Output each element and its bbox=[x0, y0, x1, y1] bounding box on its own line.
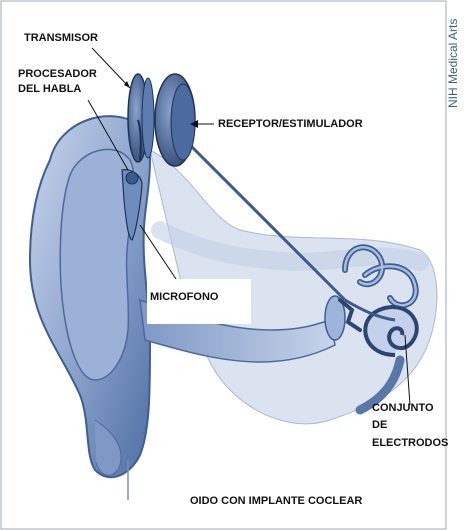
label-transmisor: TRANSMISOR bbox=[24, 28, 98, 48]
leader-transmisor bbox=[92, 48, 130, 88]
credit-text: NIH Medical Arts bbox=[446, 0, 466, 108]
diagram-caption: OIDO CON IMPLANTE COCLEAR bbox=[190, 491, 362, 511]
label-procesador-line2: DEL HABLA bbox=[18, 79, 81, 99]
transmitter-coil-face bbox=[142, 78, 154, 158]
label-receptor-estimulador: RECEPTOR/ESTIMULADOR bbox=[218, 114, 363, 134]
label-conjunto-line3: ELECTRODOS bbox=[372, 433, 448, 453]
receiver-stimulator-face bbox=[171, 84, 195, 160]
microphone-head bbox=[126, 172, 138, 184]
label-microfono: MICROFONO bbox=[150, 287, 218, 307]
label-conjunto-line2: DE bbox=[372, 415, 387, 435]
